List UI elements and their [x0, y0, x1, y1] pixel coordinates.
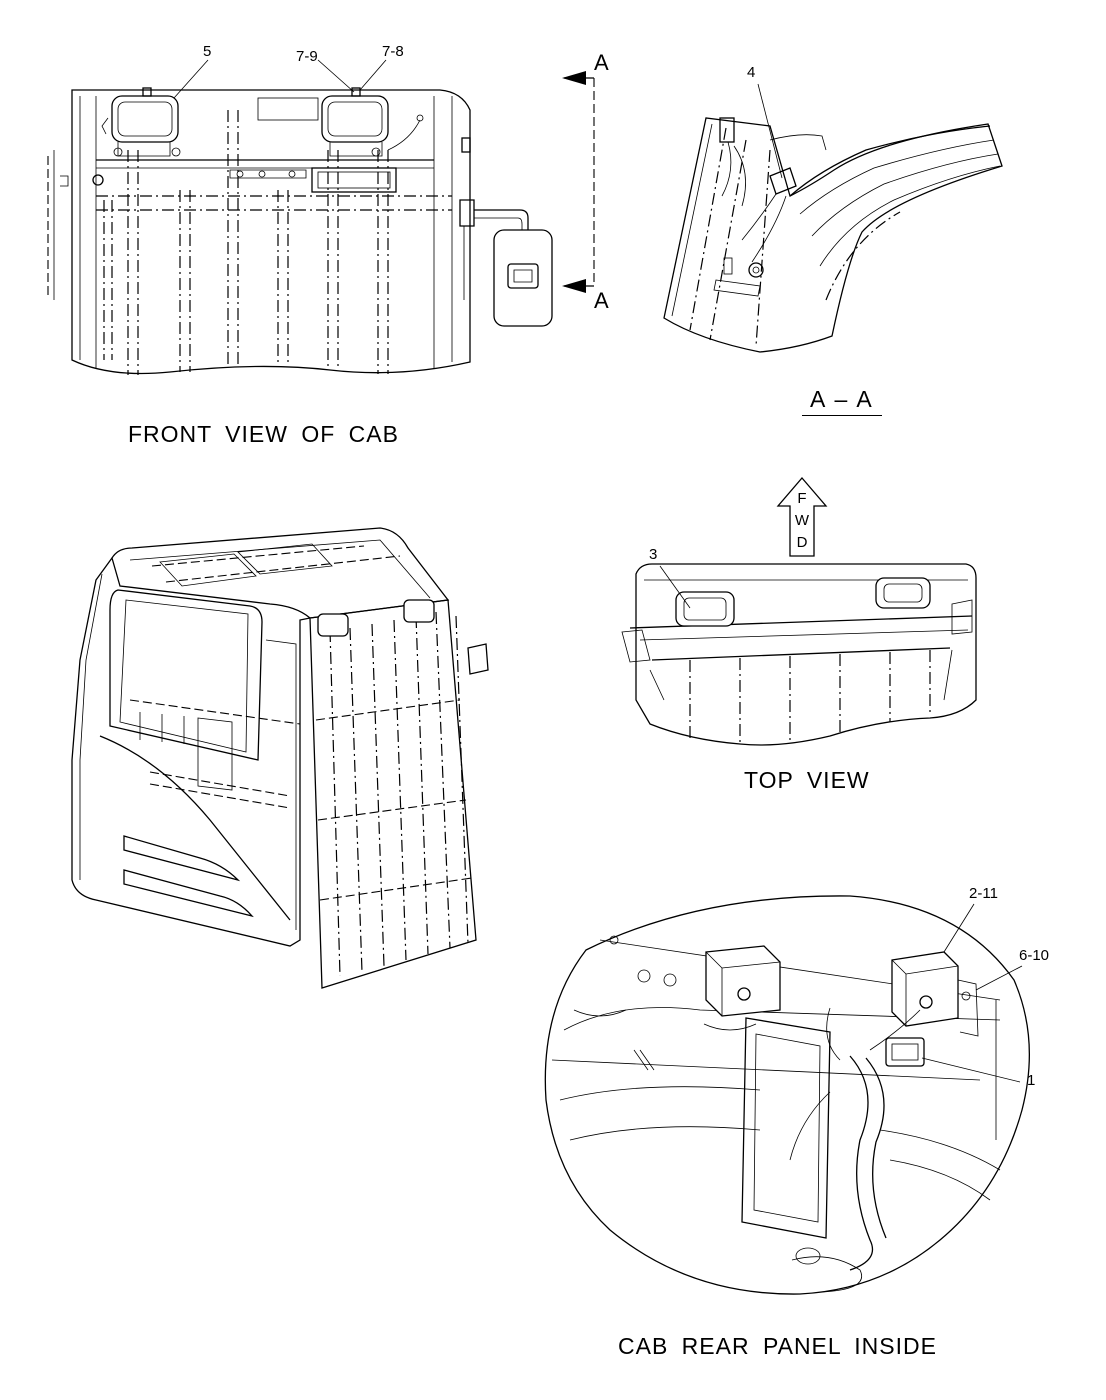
fwd-letter-f: F	[797, 490, 807, 507]
fwd-letter-d: D	[796, 534, 808, 551]
section-title-a-a: A – A	[802, 386, 882, 416]
section-line-a-a	[562, 71, 595, 293]
section-marker-bottom: A	[594, 288, 609, 313]
callout-7-9: 7-9	[296, 48, 318, 65]
isometric-cab-drawing	[71, 527, 489, 989]
callout-7-8: 7-8	[382, 43, 404, 60]
caption-cab-rear-panel-inside: CAB REAR PANEL INSIDE	[618, 1333, 937, 1359]
callout-3: 3	[649, 546, 658, 563]
fwd-arrow	[776, 477, 828, 557]
callout-1: 1	[1027, 1072, 1036, 1089]
front-view-of-cab-drawing	[47, 87, 553, 375]
leader-lines	[173, 59, 1023, 1083]
section-marker-top: A	[594, 50, 609, 75]
top-view-drawing	[621, 563, 977, 746]
caption-front-view: FRONT VIEW OF CAB	[128, 421, 399, 447]
cab-rear-panel-inside-drawing	[544, 895, 1031, 1295]
callout-4: 4	[747, 64, 756, 81]
fwd-letter-w: W	[794, 512, 810, 529]
callout-6-10: 6-10	[1019, 947, 1050, 964]
callout-2-11: 2-11	[969, 885, 998, 902]
section-a-a-drawing	[663, 117, 1003, 353]
callout-5: 5	[203, 43, 212, 60]
caption-top-view: TOP VIEW	[744, 767, 870, 793]
